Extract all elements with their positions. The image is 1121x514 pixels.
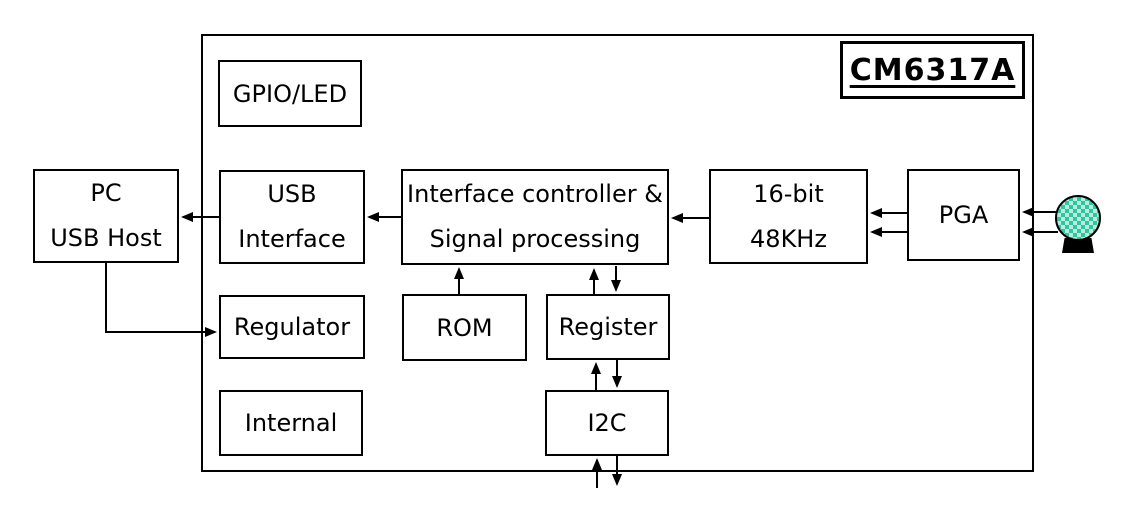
block-label-line2: Interface — [238, 225, 346, 253]
block-label-group: Interface controller & Signal processing — [407, 172, 663, 262]
block-label-line2: Signal processing — [429, 225, 641, 253]
block-label: Regulator — [233, 313, 351, 341]
block-label-line1: 16-bit — [753, 179, 824, 208]
block-pga: PGA — [907, 169, 1020, 261]
block-gpio-led: GPIO/LED — [218, 60, 362, 127]
block-label: Internal — [244, 409, 338, 437]
block-regulator: Regulator — [219, 295, 365, 359]
microphone-icon-base — [1062, 238, 1094, 253]
chip-title-box: CM6317A — [840, 41, 1025, 99]
block-label: ROM — [436, 313, 493, 342]
block-i2c: I2C — [545, 390, 669, 456]
block-label-group: USB Interface — [238, 172, 345, 262]
block-label-line1: USB — [267, 180, 317, 208]
block-pc-usb-host: PC USB Host — [33, 169, 179, 263]
block-rom: ROM — [402, 294, 527, 361]
block-label-line1: Interface controller & — [407, 180, 663, 208]
block-label-line2: USB Host — [50, 224, 162, 252]
microphone-icon — [1055, 195, 1101, 241]
block-label-group: PC USB Host — [50, 171, 162, 261]
block-label-line1: PC — [90, 179, 122, 207]
block-label: I2C — [587, 409, 627, 437]
block-interface-controller: Interface controller & Signal processing — [401, 169, 669, 265]
block-label-line2: 48KHz — [750, 224, 827, 253]
block-label: GPIO/LED — [232, 79, 348, 108]
block-label: Register — [558, 313, 658, 341]
block-usb-interface: USB Interface — [219, 170, 365, 264]
block-label: PGA — [938, 201, 989, 229]
block-16bit-48khz: 16-bit 48KHz — [709, 169, 868, 264]
arrow-pc-to-regulator — [105, 262, 217, 337]
block-internal: Internal — [219, 390, 363, 456]
block-label-group: 16-bit 48KHz — [750, 172, 827, 262]
chip-title: CM6317A — [849, 52, 1016, 88]
block-register: Register — [546, 294, 670, 360]
